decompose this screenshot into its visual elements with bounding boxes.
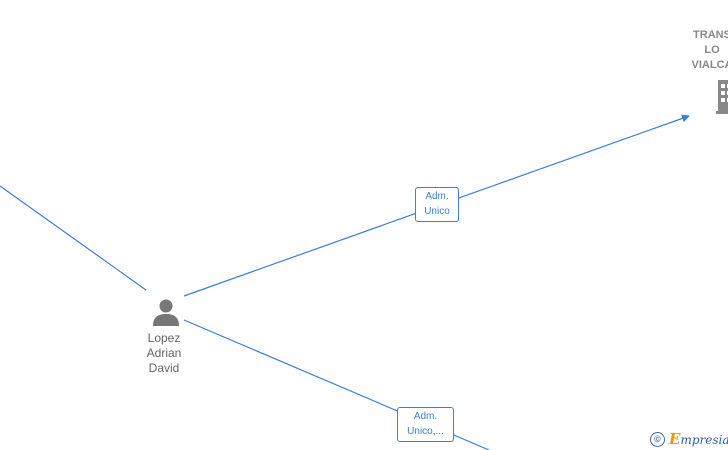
edge-role-label[interactable]: Adm. Unico — [415, 187, 459, 222]
brand-logo: Empresia — [669, 430, 728, 448]
person-node-label[interactable]: Lopez Adrian David — [146, 331, 182, 375]
edge-offscreen-to-person — [0, 185, 147, 291]
edge-role-label[interactable]: Adm. Unico,... — [397, 407, 454, 442]
person-icon[interactable] — [151, 297, 181, 327]
copyright-icon: © — [650, 431, 665, 447]
empresia-watermark: © Empresia — [650, 430, 728, 448]
building-icon[interactable] — [716, 80, 728, 114]
